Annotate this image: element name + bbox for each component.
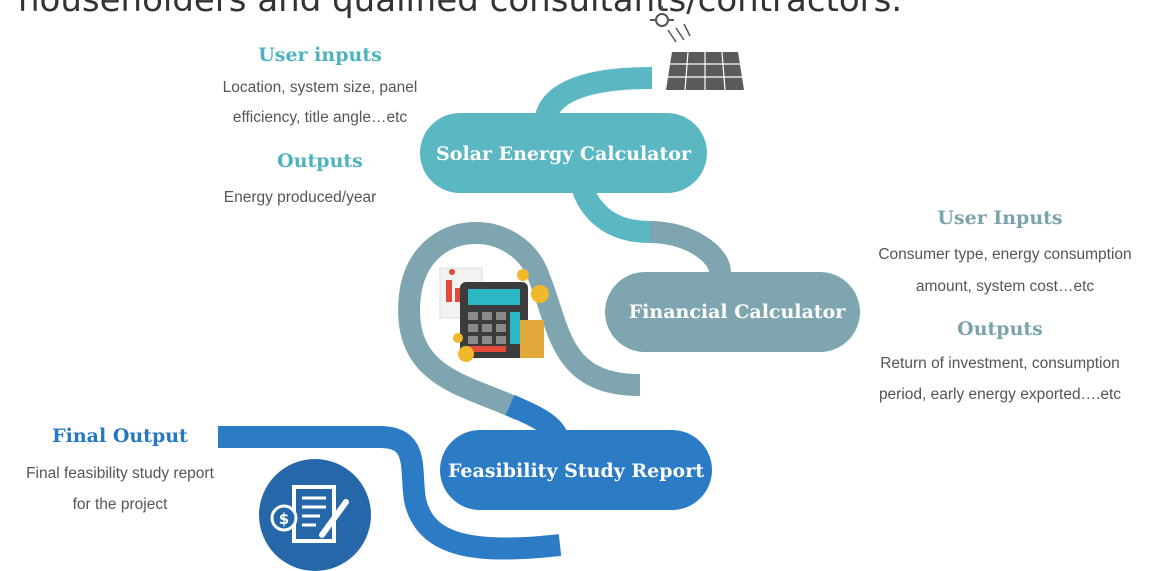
solar-panel-icon xyxy=(650,6,744,91)
svg-text:$: $ xyxy=(279,510,289,528)
blue-connector-left xyxy=(218,426,562,560)
financial-outputs-line1: Return of investment, consumption xyxy=(880,355,1120,372)
intro-text: householders and qualified consultants/c… xyxy=(18,0,903,20)
solar-pill xyxy=(420,113,707,193)
financial-inputs-line1: Consumer type, energy consumption xyxy=(878,246,1132,263)
solar-inputs-line1: Location, system size, panel xyxy=(222,79,418,96)
financial-inputs-heading: User Inputs xyxy=(937,207,1063,229)
financial-outputs-heading: Outputs xyxy=(957,318,1043,340)
slate-connector-top xyxy=(649,221,731,274)
financial-inputs-line2: amount, system cost…etc xyxy=(915,278,1095,295)
solar-outputs-line1: Energy produced/year xyxy=(223,189,377,206)
feasibility-report-label: Feasibility Study Report xyxy=(447,460,704,482)
calculator-icon xyxy=(439,267,549,362)
final-output-line2: for the project xyxy=(72,496,168,513)
slate-loop xyxy=(398,222,641,420)
solar-inputs-heading: User inputs xyxy=(258,44,382,66)
final-output-heading: Final Output xyxy=(52,425,188,447)
financial-outputs-line2: period, early energy exported….etc xyxy=(878,386,1122,403)
report-document-icon: $ xyxy=(259,459,371,571)
solar-inputs-line2: efficiency, title angle…etc xyxy=(232,109,408,126)
feasibility-pill xyxy=(440,430,712,510)
solar-outputs-heading: Outputs xyxy=(277,150,363,172)
final-output-line1: Final feasibility study report xyxy=(26,465,214,482)
financial-pill xyxy=(605,272,860,352)
solar-calculator-label: Solar Energy Calculator xyxy=(436,143,691,165)
financial-calculator-label: Financial Calculator xyxy=(628,301,846,323)
